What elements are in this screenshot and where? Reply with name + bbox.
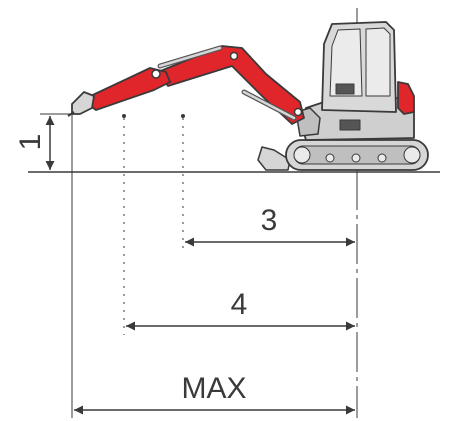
counterweight — [397, 81, 415, 115]
reach-point-3 — [181, 114, 185, 118]
height-label: 1 — [14, 134, 47, 151]
reach-point-4 — [122, 114, 126, 118]
bucket — [71, 91, 95, 115]
reach-max-label: MAX — [181, 372, 246, 405]
excavator-illustration — [67, 21, 429, 171]
dipper-arm — [81, 67, 171, 111]
boom-arm — [157, 45, 305, 125]
dozer-blade — [257, 146, 291, 171]
reach-3-label: 3 — [261, 204, 278, 237]
reach-4-label: 4 — [231, 288, 248, 321]
